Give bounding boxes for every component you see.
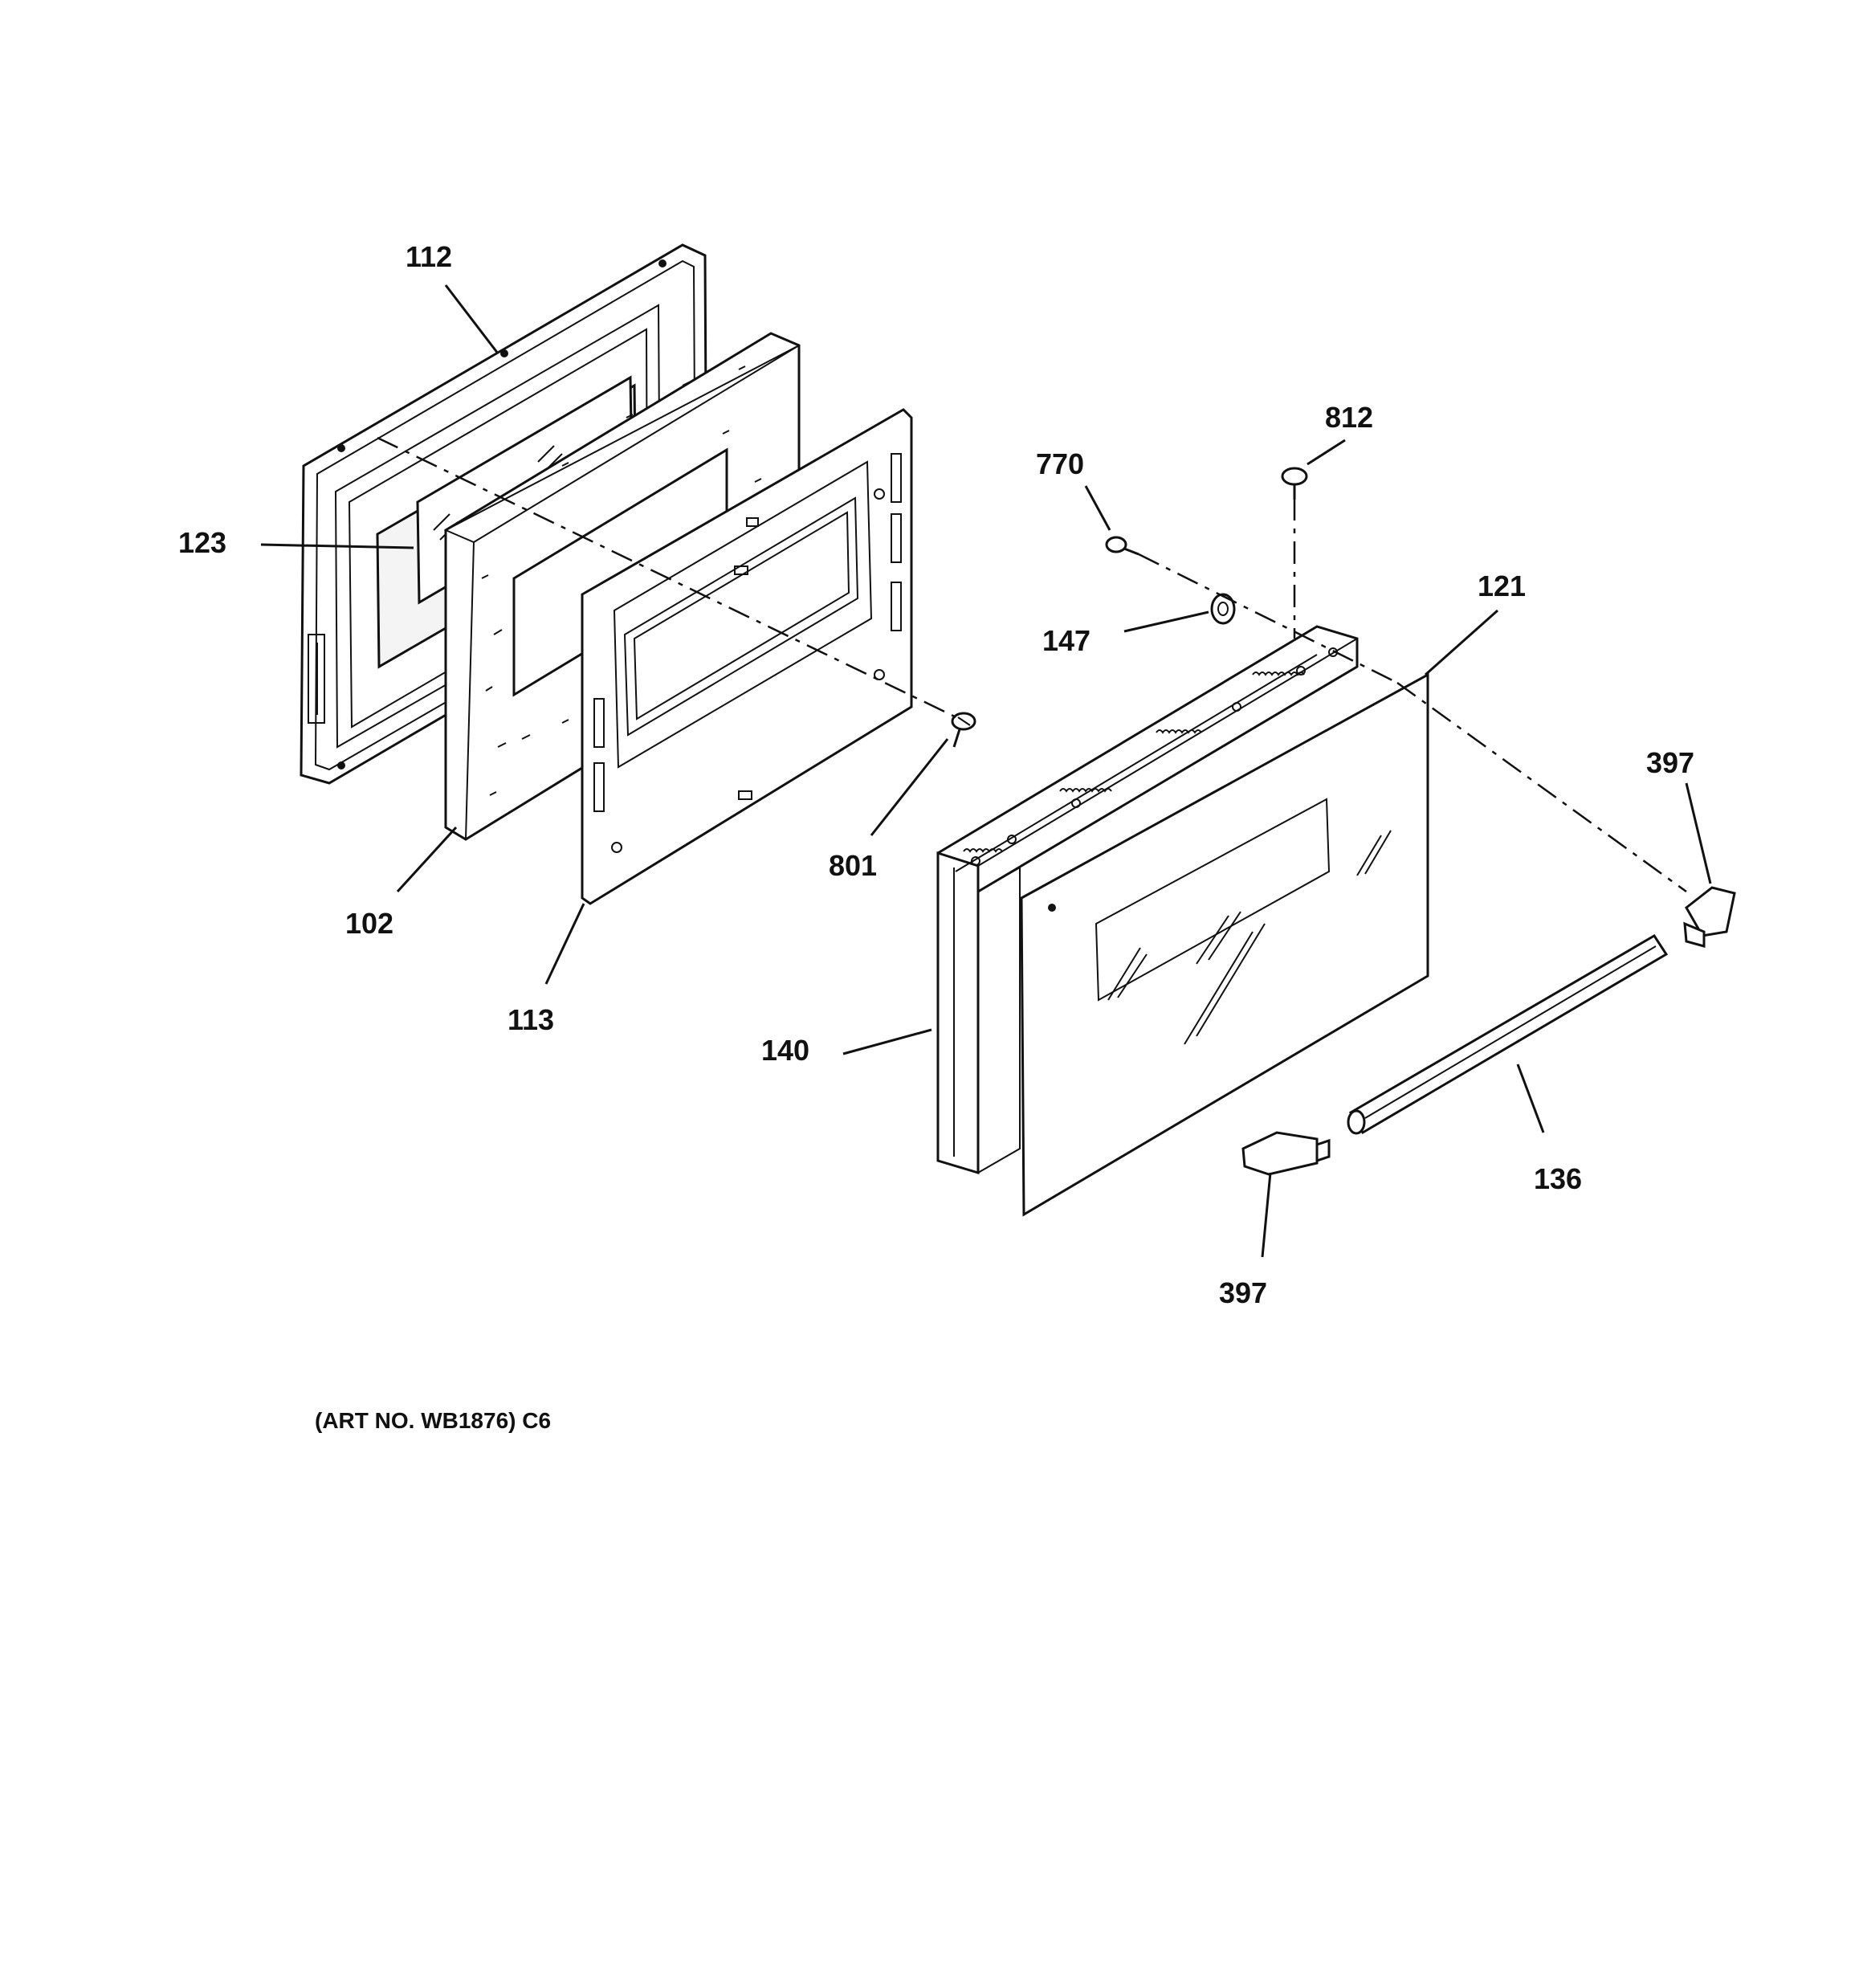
callout-140: 140 — [761, 1034, 809, 1067]
part-113-door-panel — [581, 408, 913, 905]
part-397-upper-end-cap — [1683, 886, 1736, 948]
part-770-screw — [1105, 536, 1139, 556]
part-812-screw — [1281, 467, 1308, 500]
callout-812: 812 — [1325, 401, 1373, 434]
part-397-lower-end-cap — [1241, 1131, 1331, 1176]
art-number: (ART NO. WB1876) C6 — [315, 1408, 551, 1433]
assembly-lines — [377, 436, 1687, 893]
callout-397-upper: 397 — [1646, 746, 1694, 779]
callout-113: 113 — [508, 1003, 554, 1036]
leader-lines — [260, 284, 1712, 1258]
callout-102: 102 — [345, 907, 393, 940]
part-136-handle-tube — [1347, 933, 1669, 1135]
callout-147: 147 — [1042, 624, 1090, 657]
callout-770: 770 — [1036, 447, 1084, 480]
part-121-outer-glass — [1020, 672, 1429, 1217]
callout-112: 112 — [406, 240, 452, 273]
part-140-outer-door-frame — [936, 625, 1359, 1175]
callout-123: 123 — [178, 526, 226, 559]
callout-801: 801 — [829, 849, 877, 882]
callout-397-lower: 397 — [1219, 1276, 1267, 1309]
callout-labels: 112 123 102 113 801 770 812 147 121 397 … — [178, 240, 1694, 1309]
part-801-screw — [951, 712, 976, 748]
part-147-washer — [1210, 593, 1236, 625]
callout-136: 136 — [1534, 1162, 1582, 1195]
callout-121: 121 — [1478, 569, 1526, 602]
